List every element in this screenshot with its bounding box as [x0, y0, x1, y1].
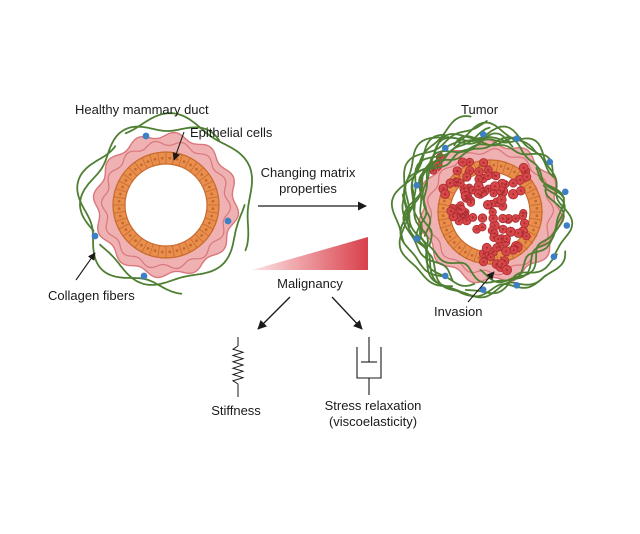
- healthy-duct-illustration: [76, 112, 253, 295]
- changing-matrix-label-line1: Changing matrix: [261, 165, 356, 180]
- healthy-duct-label: Healthy mammary duct: [75, 102, 209, 117]
- healthy-collagen-fibers: [76, 112, 253, 295]
- epithelial-cells-pointer: [172, 131, 185, 161]
- spring-icon: [231, 337, 245, 397]
- stress-relaxation-label-line1: Stress relaxation: [325, 398, 422, 413]
- stress-relaxation-branch-arrow: [331, 296, 363, 330]
- healthy-epithelial-cell-lines: [113, 152, 219, 258]
- stiffness-label: Stiffness: [211, 403, 261, 418]
- tumor-cell-cluster: [426, 152, 532, 276]
- epithelial-cells-label: Epithelial cells: [190, 125, 273, 140]
- stress-relaxation-label-line2: (viscoelasticity): [329, 414, 417, 429]
- malignancy-gradient-wedge: [252, 237, 368, 270]
- dashpot-icon: [356, 337, 382, 395]
- invasion-label: Invasion: [434, 304, 482, 319]
- collagen-fibers-pointer: [75, 252, 96, 281]
- tumor-basement-membrane: [427, 148, 555, 276]
- changing-matrix-label-line2: properties: [279, 181, 337, 196]
- tumor-collagen-fibers: [390, 115, 574, 299]
- healthy-duct-lumen: [124, 163, 208, 247]
- tumor-label: Tumor: [461, 102, 499, 117]
- invasion-pointer: [467, 271, 495, 303]
- stiffness-branch-arrow: [257, 296, 291, 330]
- tumor-illustration: [390, 115, 574, 299]
- collagen-fibers-label: Collagen fibers: [48, 288, 135, 303]
- malignancy-label: Malignancy: [277, 276, 343, 291]
- healthy-basement-membrane: [100, 140, 232, 270]
